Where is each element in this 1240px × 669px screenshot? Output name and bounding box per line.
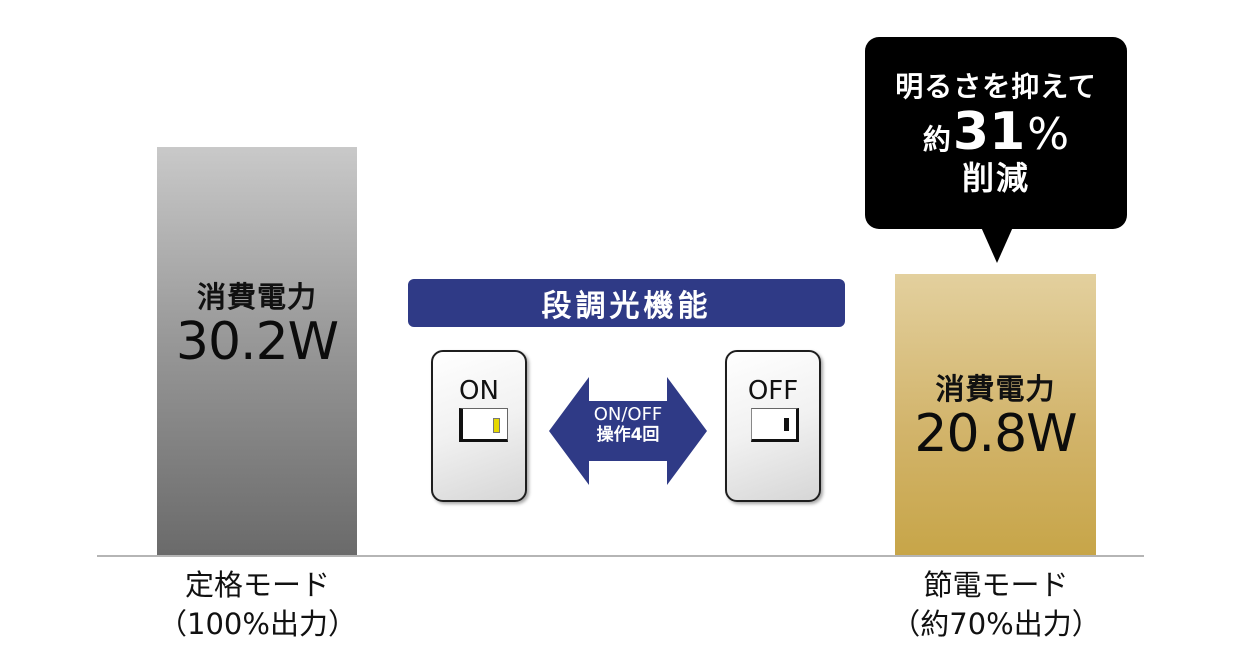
rocker-on (459, 408, 508, 442)
bar-eco-value: 20.8W (914, 404, 1077, 465)
callout-prefix: 約 (922, 122, 951, 156)
arrow-caption-line2: 操作4回 (596, 424, 660, 445)
indicator-off-icon (784, 418, 789, 431)
indicator-light-icon (493, 418, 500, 433)
callout-number: 31 (952, 101, 1026, 162)
bar-eco-mode: 消費電力 20.8W (895, 274, 1096, 556)
switch-off-label: OFF (747, 376, 799, 406)
bar-standard-mode: 消費電力 30.2W (157, 147, 357, 556)
baseline-axis (97, 555, 1144, 557)
category-label-eco: 節電モード （約70%出力） (866, 566, 1126, 644)
switch-on-label: ON (459, 376, 499, 406)
category-standard-name: 定格モード (184, 568, 330, 602)
arrow-caption: ON/OFF 操作4回 (549, 404, 707, 445)
callout-percentage: 約 31 % (922, 101, 1070, 162)
callout-line1: 明るさを抑えて (895, 70, 1097, 104)
callout-pointer (981, 227, 1013, 263)
category-eco-output: （約70%出力） (891, 607, 1101, 642)
category-standard-output: （100%出力） (158, 607, 357, 642)
callout-line3: 削減 (961, 158, 1030, 197)
rocker-off (751, 408, 799, 442)
arrow-caption-line1: ON/OFF (593, 404, 663, 425)
savings-callout: 明るさを抑えて 約 31 % 削減 (865, 37, 1127, 229)
category-eco-name: 節電モード (923, 568, 1069, 602)
bar-standard-value: 30.2W (175, 311, 339, 372)
callout-percent-sign: % (1027, 108, 1070, 160)
switch-on-icon: ON (431, 350, 527, 502)
double-arrow-icon (549, 377, 707, 485)
bar-standard-label: 消費電力 (196, 279, 317, 314)
bar-eco-label: 消費電力 (935, 372, 1056, 407)
category-label-standard: 定格モード （100%出力） (130, 566, 385, 644)
switch-off-icon: OFF (725, 350, 821, 502)
feature-banner: 段調光機能 (408, 279, 845, 327)
